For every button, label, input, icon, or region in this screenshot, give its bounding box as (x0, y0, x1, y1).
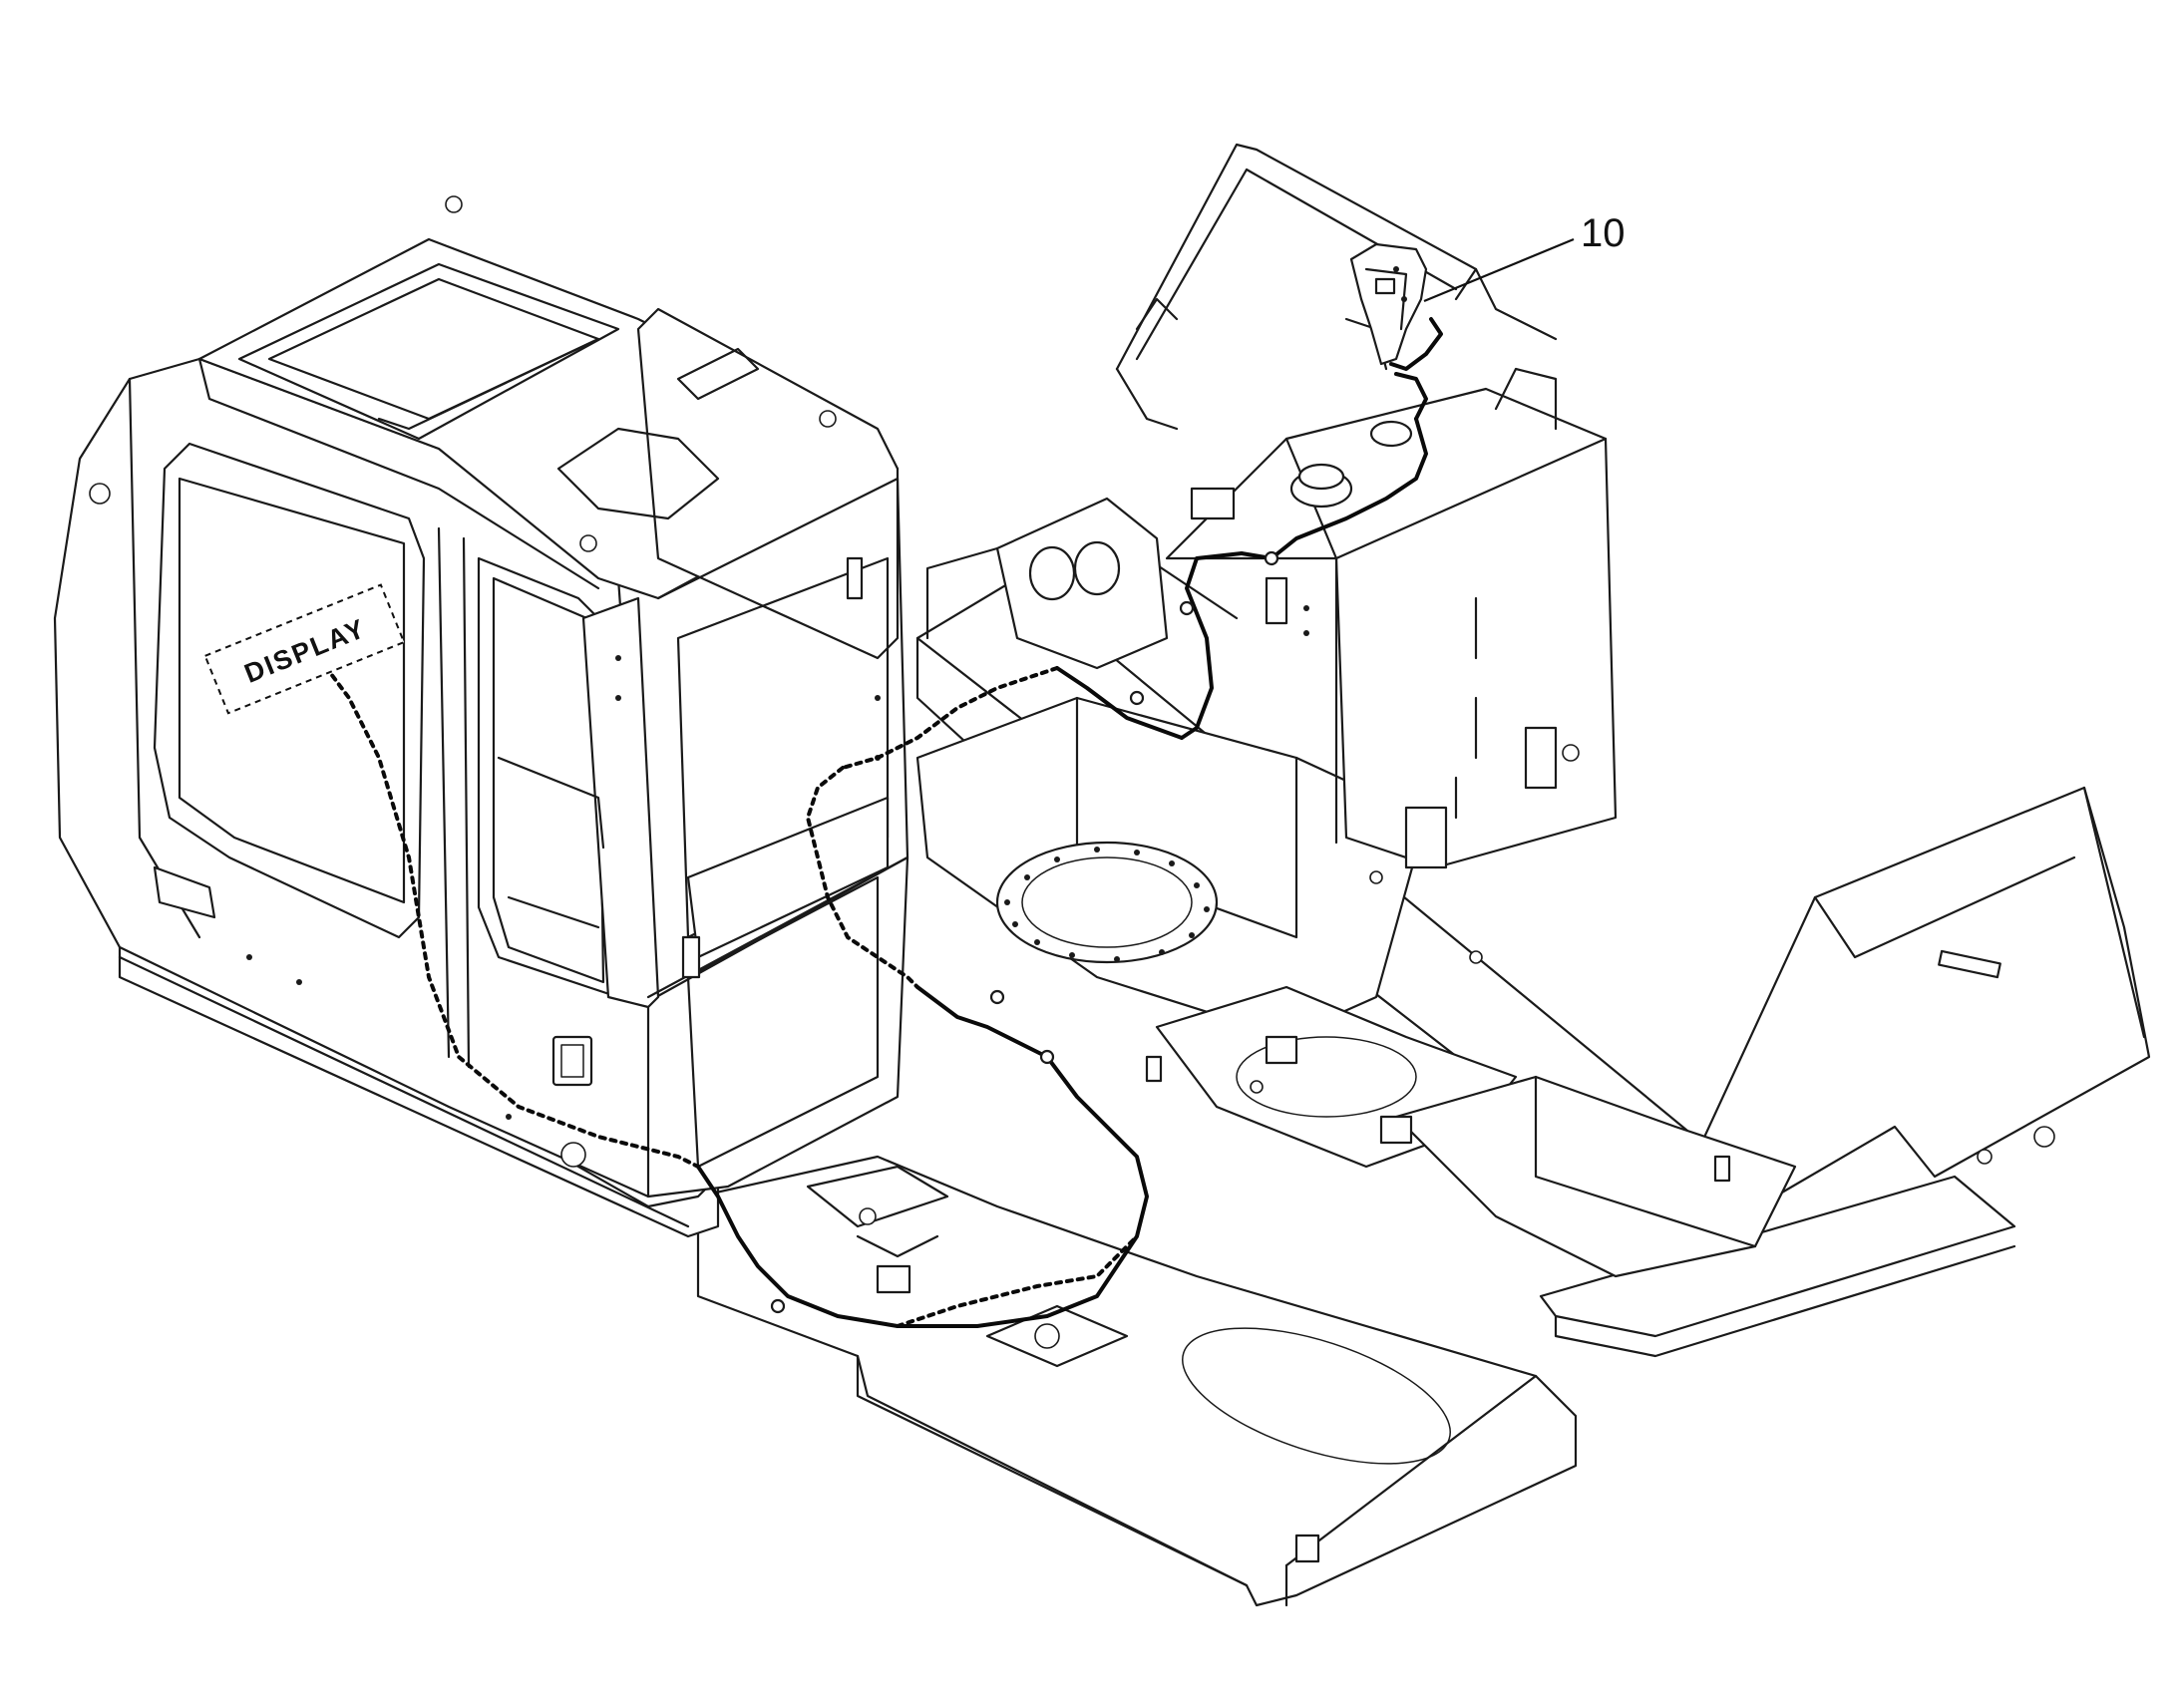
tank (1165, 317, 1618, 869)
sensor-component-10 (1349, 242, 1443, 421)
callout-number: 10 (1581, 211, 1626, 255)
left-deck (696, 1155, 1578, 1607)
display-label-box (203, 583, 406, 715)
right-deck-plate (1539, 786, 2151, 1358)
wiring-harness (317, 417, 1428, 1328)
swing-bearing-bolt-holes (1004, 847, 1210, 962)
main-frame (915, 497, 1797, 1278)
callout-leader-line (1423, 237, 1575, 303)
guard-frame (1115, 143, 1558, 431)
callout-10: 10 (1423, 211, 1626, 303)
cab (53, 195, 909, 1238)
